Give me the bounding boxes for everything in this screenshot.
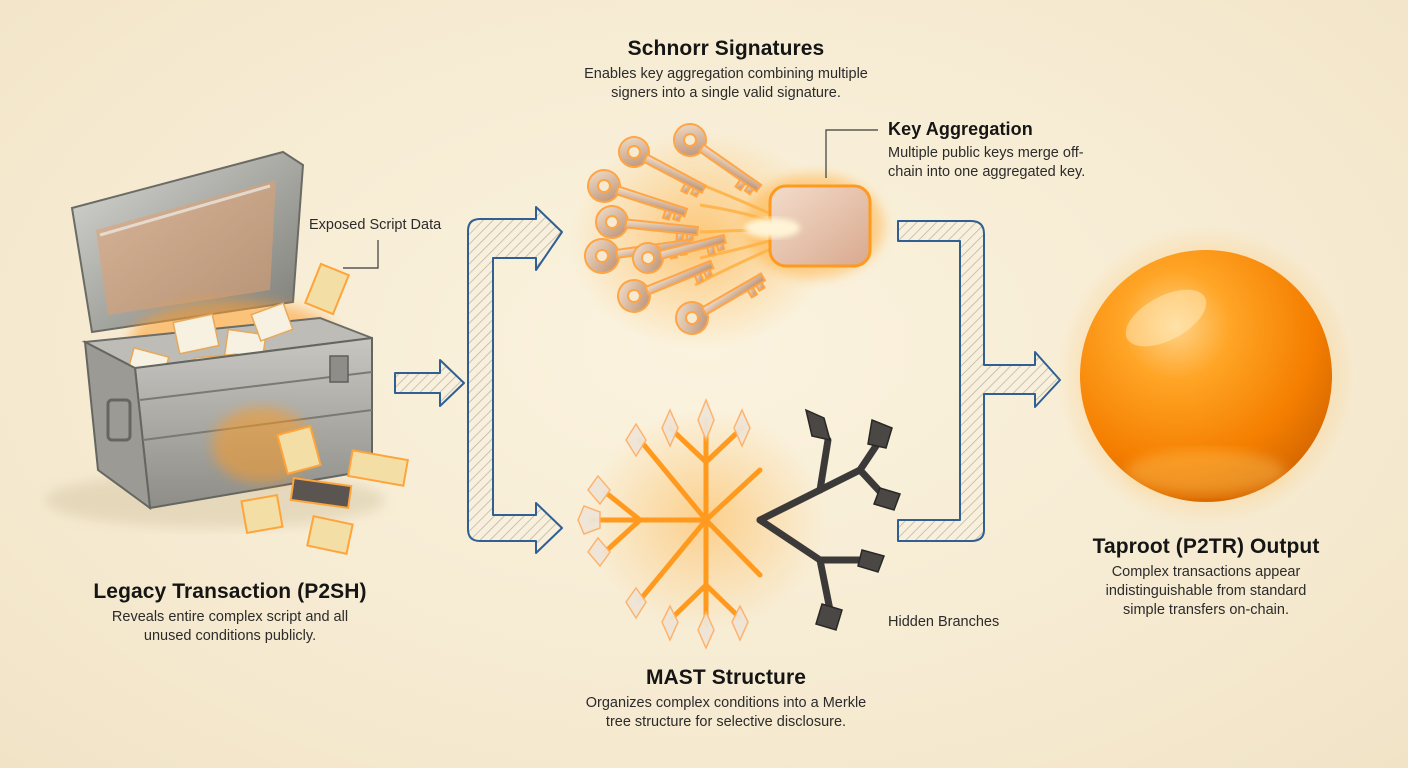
taproot-description: Complex transactions appear indistinguis… (1068, 563, 1344, 620)
arrow-legacy-to-fork (394, 359, 465, 407)
legacy-chest-illustration (45, 150, 409, 556)
mast-block: MAST Structure Organizes complex conditi… (548, 666, 904, 732)
mast-desc-line-1: Organizes complex conditions into a Merk… (585, 695, 867, 711)
key-aggregation-description: Multiple public keys merge off- chain in… (888, 144, 1148, 182)
mast-title: MAST Structure (645, 666, 807, 689)
mast-description: Organizes complex conditions into a Merk… (548, 694, 904, 732)
flow-arrows (394, 206, 1061, 554)
legacy-desc-line-2: unused conditions publicly. (143, 628, 317, 644)
mast-tree-illustration (577, 397, 901, 650)
legacy-title: Legacy Transaction (P2SH) (93, 580, 367, 603)
schnorr-title: Schnorr Signatures (627, 37, 825, 60)
schnorr-keys-illustration (570, 123, 884, 350)
key-aggregation-title: Key Aggregation (888, 119, 1033, 139)
key-aggregation-desc-line-1: Multiple public keys merge off- (888, 145, 1084, 161)
hidden-branches-label: Hidden Branches (888, 614, 1000, 630)
taproot-title: Taproot (P2TR) Output (1092, 535, 1320, 558)
key-aggregation-callout-line (825, 129, 878, 178)
taproot-desc-line-2: indistinguishable from standard (1105, 583, 1307, 599)
legacy-desc-line-1: Reveals entire complex script and all (111, 609, 349, 625)
schnorr-description: Enables key aggregation combining multip… (548, 65, 904, 103)
schnorr-block: Schnorr Signatures Enables key aggregati… (548, 37, 904, 103)
schnorr-desc-line-1: Enables key aggregation combining multip… (584, 66, 868, 82)
schnorr-desc-line-2: signers into a single valid signature. (611, 85, 841, 101)
key-aggregation-block: Key Aggregation Multiple public keys mer… (888, 119, 1148, 182)
arrow-fork-branches (467, 206, 563, 554)
taproot-desc-line-3: simple transfers on-chain. (1122, 602, 1289, 618)
taproot-desc-line-1: Complex transactions appear (1111, 564, 1301, 580)
legacy-description: Reveals entire complex script and all un… (60, 608, 400, 646)
taproot-orb (1080, 250, 1332, 502)
exposed-script-callout-line (343, 240, 379, 269)
taproot-block: Taproot (P2TR) Output Complex transactio… (1068, 535, 1344, 620)
legacy-block: Legacy Transaction (P2SH) Reveals entire… (60, 580, 400, 646)
mast-desc-line-2: tree structure for selective disclosure. (605, 714, 847, 730)
taproot-orb-illustration (1056, 226, 1356, 526)
arrow-merge-to-taproot (897, 220, 1061, 542)
exposed-script-label: Exposed Script Data (309, 217, 442, 233)
key-aggregation-desc-line-2: chain into one aggregated key. (888, 164, 1086, 180)
